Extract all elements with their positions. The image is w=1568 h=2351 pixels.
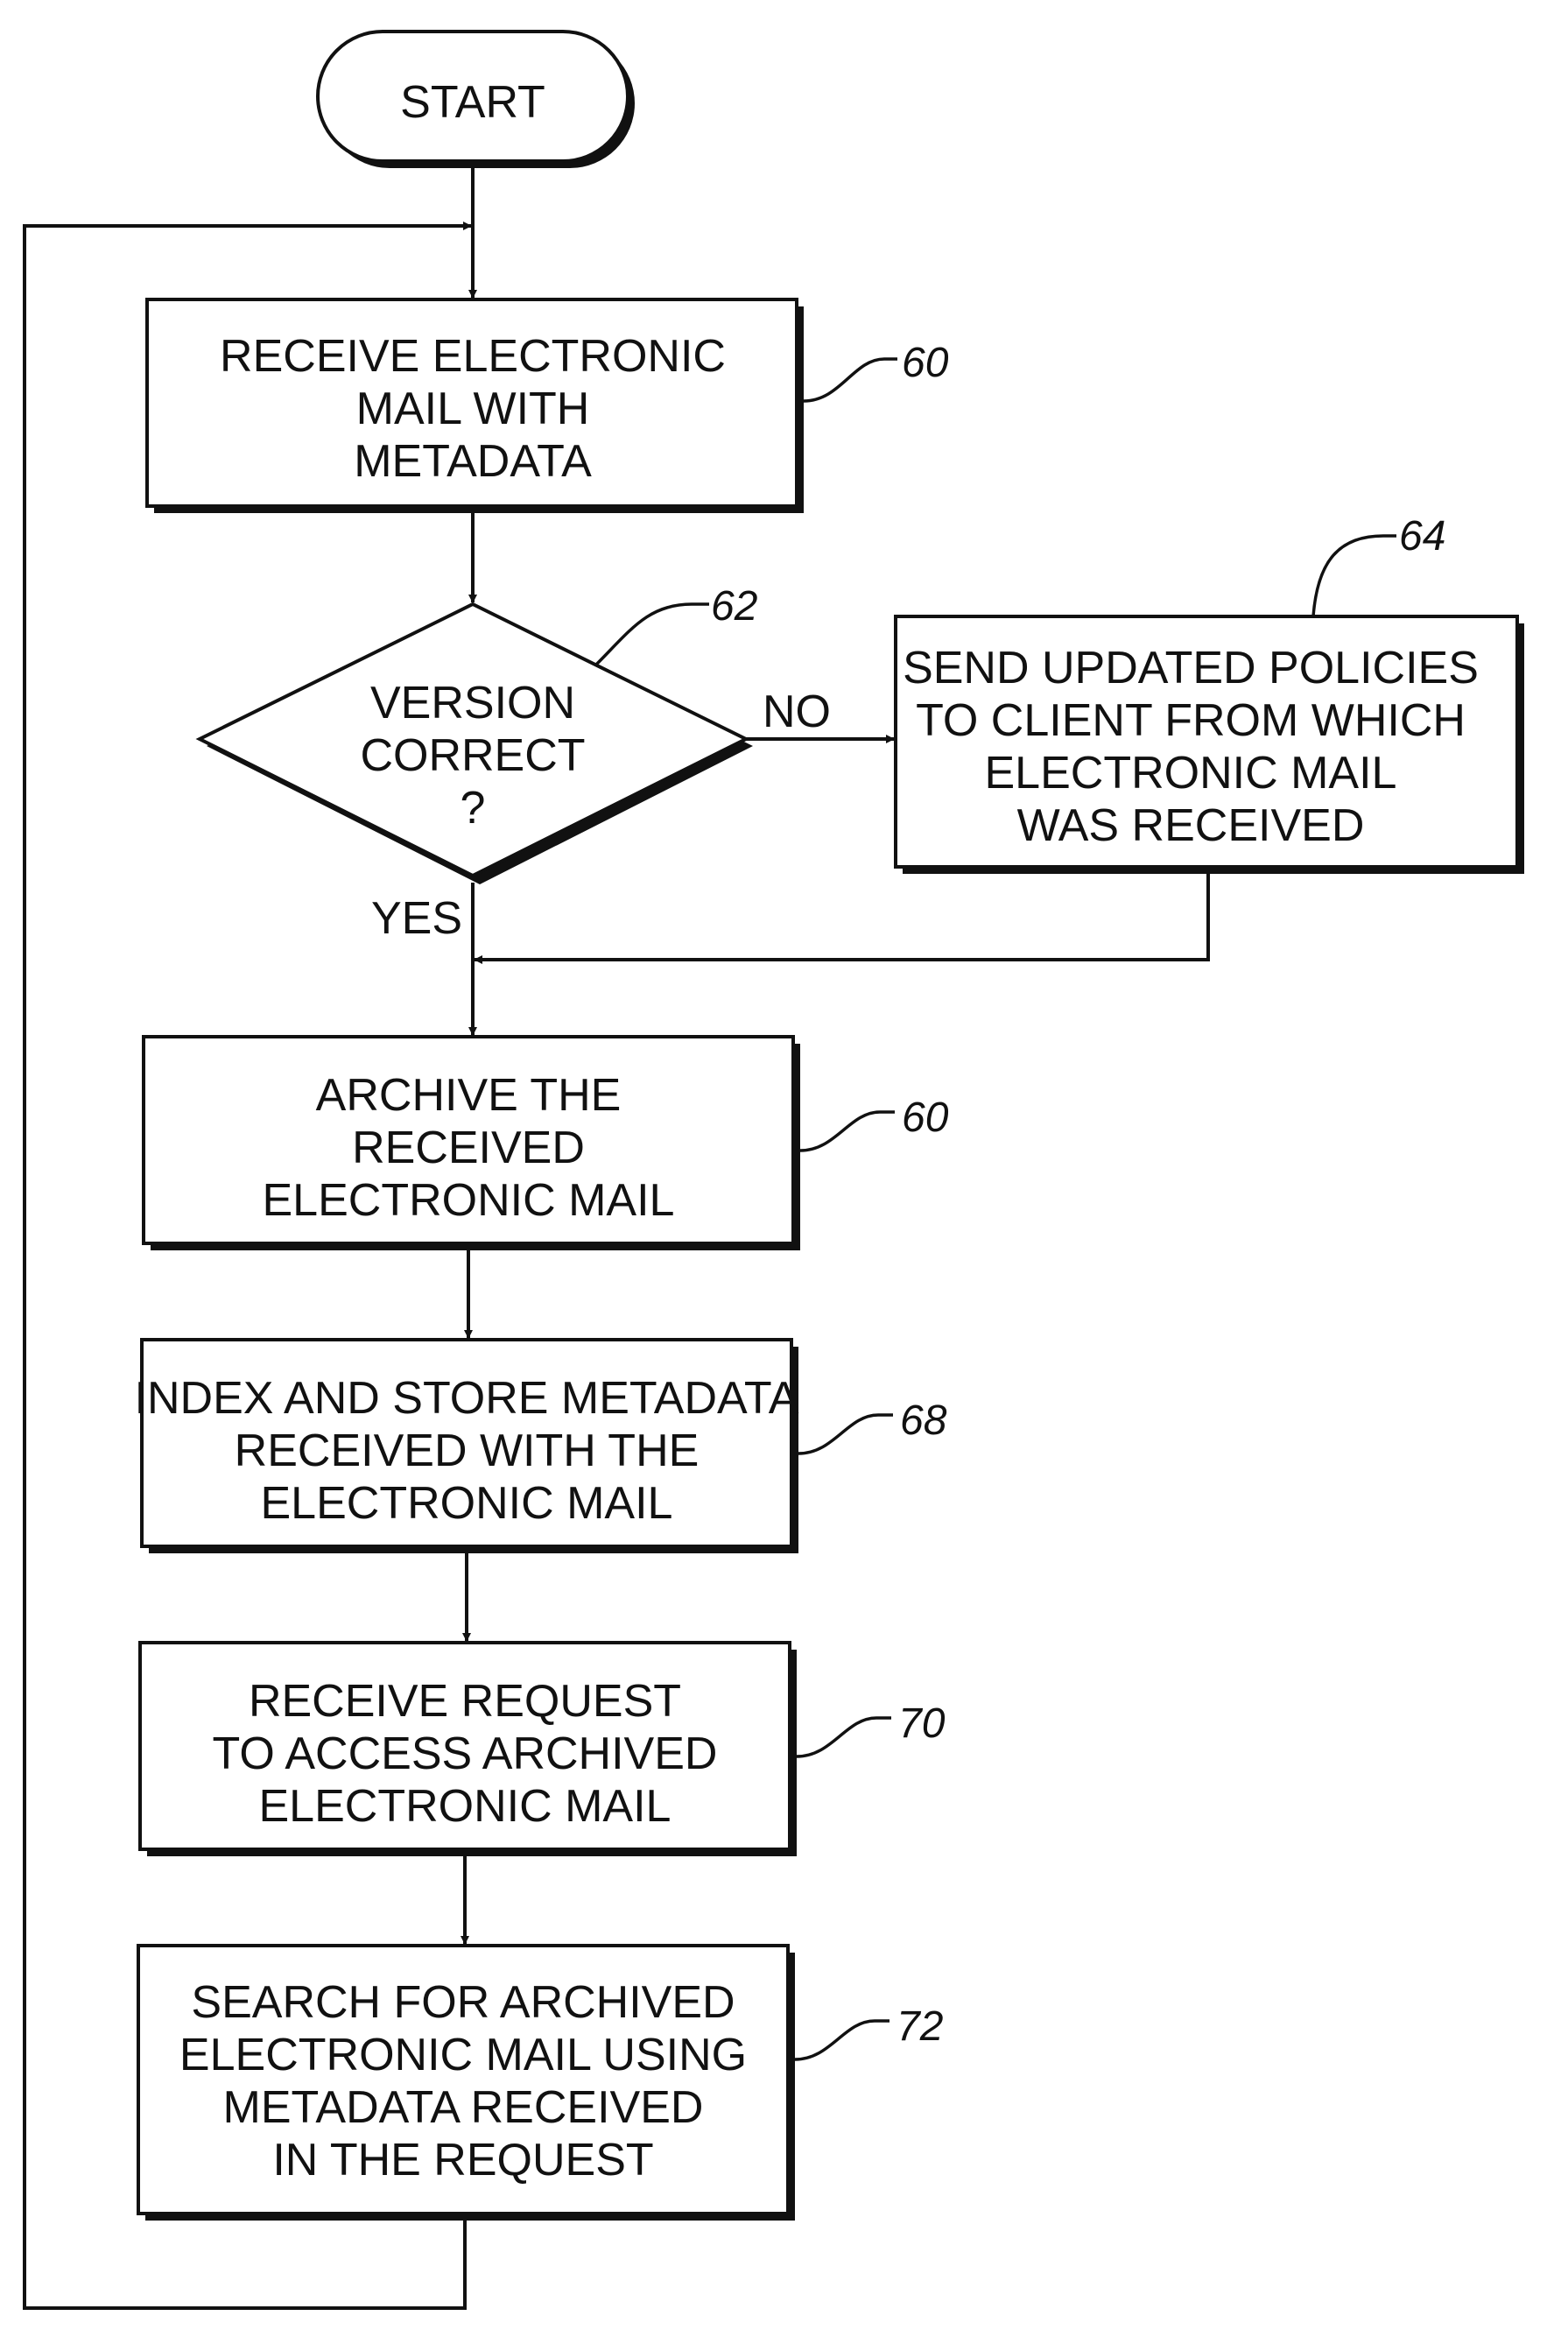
ref-number-60a: 60 — [902, 340, 949, 386]
ref-leader-70 — [796, 1716, 891, 1758]
flow-lines — [23, 168, 1210, 2310]
step-receive-mail: RECEIVE ELECTRONIC MAIL WITH METADATA — [145, 298, 804, 513]
ref-number-64: 64 — [1399, 513, 1445, 560]
search-line-1: SEARCH FOR ARCHIVED — [191, 1977, 735, 2028]
archive-line-2: RECEIVED — [352, 1123, 585, 1173]
search-line-4: IN THE REQUEST — [272, 2135, 653, 2186]
ref-leader-60b — [799, 1110, 895, 1152]
send-policies-line-1: SEND UPDATED POLICIES — [903, 643, 1479, 693]
step-search: SEARCH FOR ARCHIVED ELECTRONIC MAIL USIN… — [137, 1944, 795, 2221]
archive-line-3: ELECTRONIC MAIL — [263, 1175, 675, 1226]
send-policies-line-4: WAS RECEIVED — [1017, 800, 1365, 851]
version-line-1: VERSION — [370, 678, 575, 729]
version-line-2: CORRECT — [360, 730, 585, 781]
ref-leader-72 — [794, 2019, 889, 2061]
ref-number-70: 70 — [898, 1700, 946, 1747]
start-terminal: START — [316, 30, 635, 168]
ref-leader-68 — [798, 1413, 893, 1455]
receive-mail-line-3: METADATA — [354, 436, 592, 487]
ref-number-68: 68 — [900, 1397, 947, 1444]
search-line-2: ELECTRONIC MAIL USING — [179, 2030, 747, 2080]
ref-number-62: 62 — [711, 583, 757, 630]
index-line-2: RECEIVED WITH THE — [235, 1425, 700, 1476]
request-line-3: ELECTRONIC MAIL — [259, 1781, 671, 1832]
receive-mail-line-2: MAIL WITH — [356, 384, 590, 434]
request-line-1: RECEIVE REQUEST — [249, 1676, 681, 1727]
ref-leader-62 — [594, 602, 709, 667]
index-line-3: ELECTRONIC MAIL — [261, 1478, 673, 1529]
request-line-2: TO ACCESS ARCHIVED — [213, 1728, 718, 1779]
ref-number-60b: 60 — [902, 1095, 949, 1141]
send-policies-line-3: ELECTRONIC MAIL — [985, 748, 1397, 799]
start-label: START — [400, 77, 545, 128]
archive-line-1: ARCHIVE THE — [316, 1070, 622, 1121]
decision-version-correct: VERSION CORRECT ? — [195, 602, 753, 884]
ref-leader-64 — [1311, 534, 1396, 617]
index-line-1: INDEX AND STORE METADATA — [135, 1373, 799, 1424]
version-line-3: ? — [461, 783, 486, 834]
ref-leader-60a — [803, 357, 897, 403]
branch-yes-label: YES — [371, 893, 462, 944]
ref-number-72: 72 — [897, 2003, 943, 2050]
send-policies-line-2: TO CLIENT FROM WHICH — [916, 695, 1466, 746]
step-receive-request: RECEIVE REQUEST TO ACCESS ARCHIVED ELECT… — [138, 1641, 797, 1856]
step-send-policies: SEND UPDATED POLICIES TO CLIENT FROM WHI… — [894, 615, 1524, 874]
branch-no-label: NO — [763, 686, 831, 737]
step-index-store: INDEX AND STORE METADATA RECEIVED WITH T… — [135, 1338, 799, 1553]
step-archive: ARCHIVE THE RECEIVED ELECTRONIC MAIL — [142, 1035, 800, 1250]
search-line-3: METADATA RECEIVED — [223, 2082, 704, 2133]
receive-mail-line-1: RECEIVE ELECTRONIC — [220, 331, 726, 382]
